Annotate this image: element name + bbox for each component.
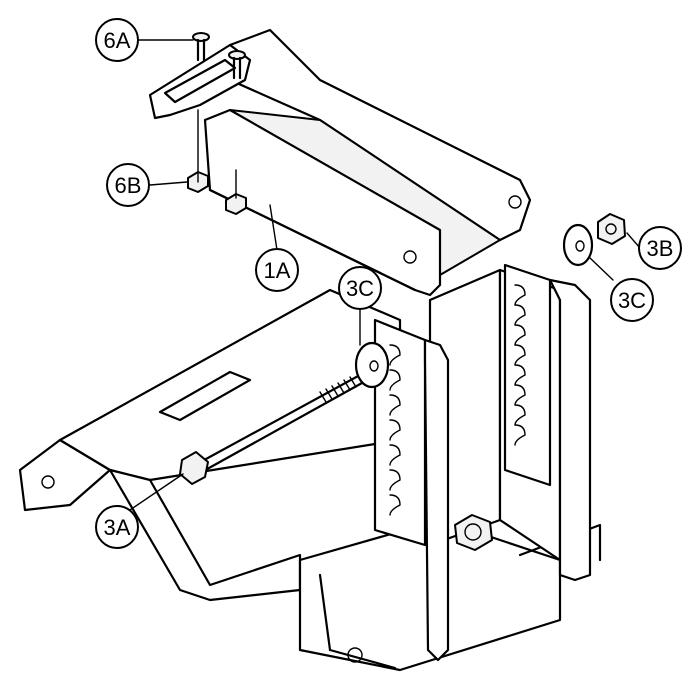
bolt-6A xyxy=(192,32,246,80)
callout-3C-right-label: 3C xyxy=(618,288,646,313)
callout-6B: 6B xyxy=(106,163,150,207)
hex-nut-3B xyxy=(597,213,626,245)
callout-3C-left: 3C xyxy=(338,266,382,310)
threaded-rod xyxy=(179,373,364,485)
callout-3C-right: 3C xyxy=(610,278,654,322)
callout-6A-label: 6A xyxy=(104,28,131,53)
callout-3A-label: 3A xyxy=(104,515,131,540)
washer-3C-right xyxy=(562,223,594,267)
upper-channel-1A xyxy=(148,28,532,297)
nut-6B xyxy=(187,109,247,215)
callout-3C-left-label: 3C xyxy=(346,276,374,301)
callout-1A: 1A xyxy=(255,248,299,292)
callout-6B-label: 6B xyxy=(115,173,142,198)
callout-3B-label: 3B xyxy=(647,236,674,261)
right-slotted-plate xyxy=(503,263,592,582)
callout-6A: 6A xyxy=(95,18,139,62)
hex-nut-3A xyxy=(179,451,209,485)
washer-3C-left xyxy=(354,341,390,389)
left-slotted-plate xyxy=(373,318,450,662)
callout-1A-label: 1A xyxy=(264,258,291,283)
callout-3B: 3B xyxy=(638,226,682,270)
callout-leaders xyxy=(126,39,641,513)
callout-3A: 3A xyxy=(95,505,139,549)
